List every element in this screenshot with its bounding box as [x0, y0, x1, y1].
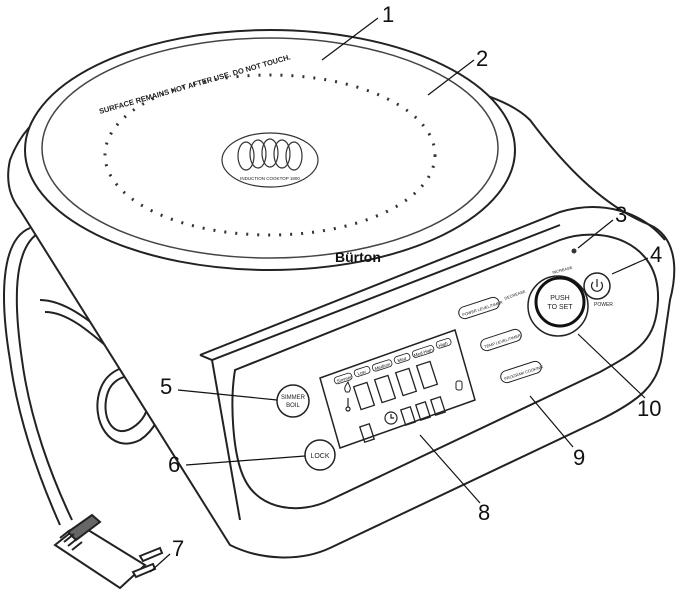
callout-8: 8 [478, 500, 490, 525]
power-icon [590, 279, 604, 292]
thermometer-icon [345, 398, 351, 412]
leader-lines [149, 17, 649, 573]
lcd-digits [352, 360, 447, 443]
power-plug [53, 513, 164, 590]
lcd-mode-med: Med [397, 356, 407, 364]
to-set-label: TO SET [547, 304, 573, 311]
callout-4: 4 [650, 242, 662, 267]
increase-label: INCREASE [552, 265, 573, 275]
lcd-mode-med-high: Med-High [413, 347, 434, 358]
power-button[interactable]: POWER [583, 272, 613, 308]
flame-icon [344, 380, 351, 393]
brand-logo: Bürton [335, 249, 381, 265]
callout-numbers: 1 2 3 4 5 6 7 8 9 10 [160, 2, 662, 561]
lcd-mode-simmer: Simmer [336, 374, 353, 384]
callout-5: 5 [160, 374, 172, 399]
lcd-mode-high: High [438, 341, 449, 349]
boil-label: BOIL [286, 403, 300, 409]
push-to-set-knob[interactable]: PUSH TO SET [527, 275, 589, 337]
lcd-mode-labels: Simmer Low Medium Med Med-High High [333, 338, 452, 385]
callout-1: 1 [382, 2, 394, 27]
lock-indicator-icon [455, 380, 463, 391]
callout-6: 6 [168, 452, 180, 477]
callout-3: 3 [615, 202, 627, 227]
power-label: POWER [594, 302, 613, 308]
center-badge [221, 132, 319, 188]
clock-icon [384, 411, 398, 425]
lcd-display: Simmer Low Medium Med Med-High High [319, 329, 476, 449]
cooking-plate: INDUCTION COOKTOP 1800 SURFACE REMAINS H… [24, 29, 516, 271]
push-label: PUSH [550, 295, 569, 302]
lcd-mode-low: Low [357, 369, 367, 377]
lock-label: LOCK [310, 453, 329, 460]
lock-button[interactable]: LOCK [304, 439, 336, 471]
simmer-label: SIMMER [281, 395, 306, 401]
power-indicator-light [571, 248, 577, 254]
callout-9: 9 [573, 445, 585, 470]
center-badge-text: INDUCTION COOKTOP 1800 [240, 176, 300, 181]
callout-7: 7 [172, 536, 184, 561]
coil-icon [237, 138, 303, 171]
callout-2: 2 [476, 46, 488, 71]
cooking-zone-ring [103, 73, 437, 237]
callout-10: 10 [637, 396, 661, 421]
lcd-mode-medium: Medium [374, 361, 391, 371]
simmer-boil-button[interactable]: SIMMER BOIL [276, 384, 310, 418]
